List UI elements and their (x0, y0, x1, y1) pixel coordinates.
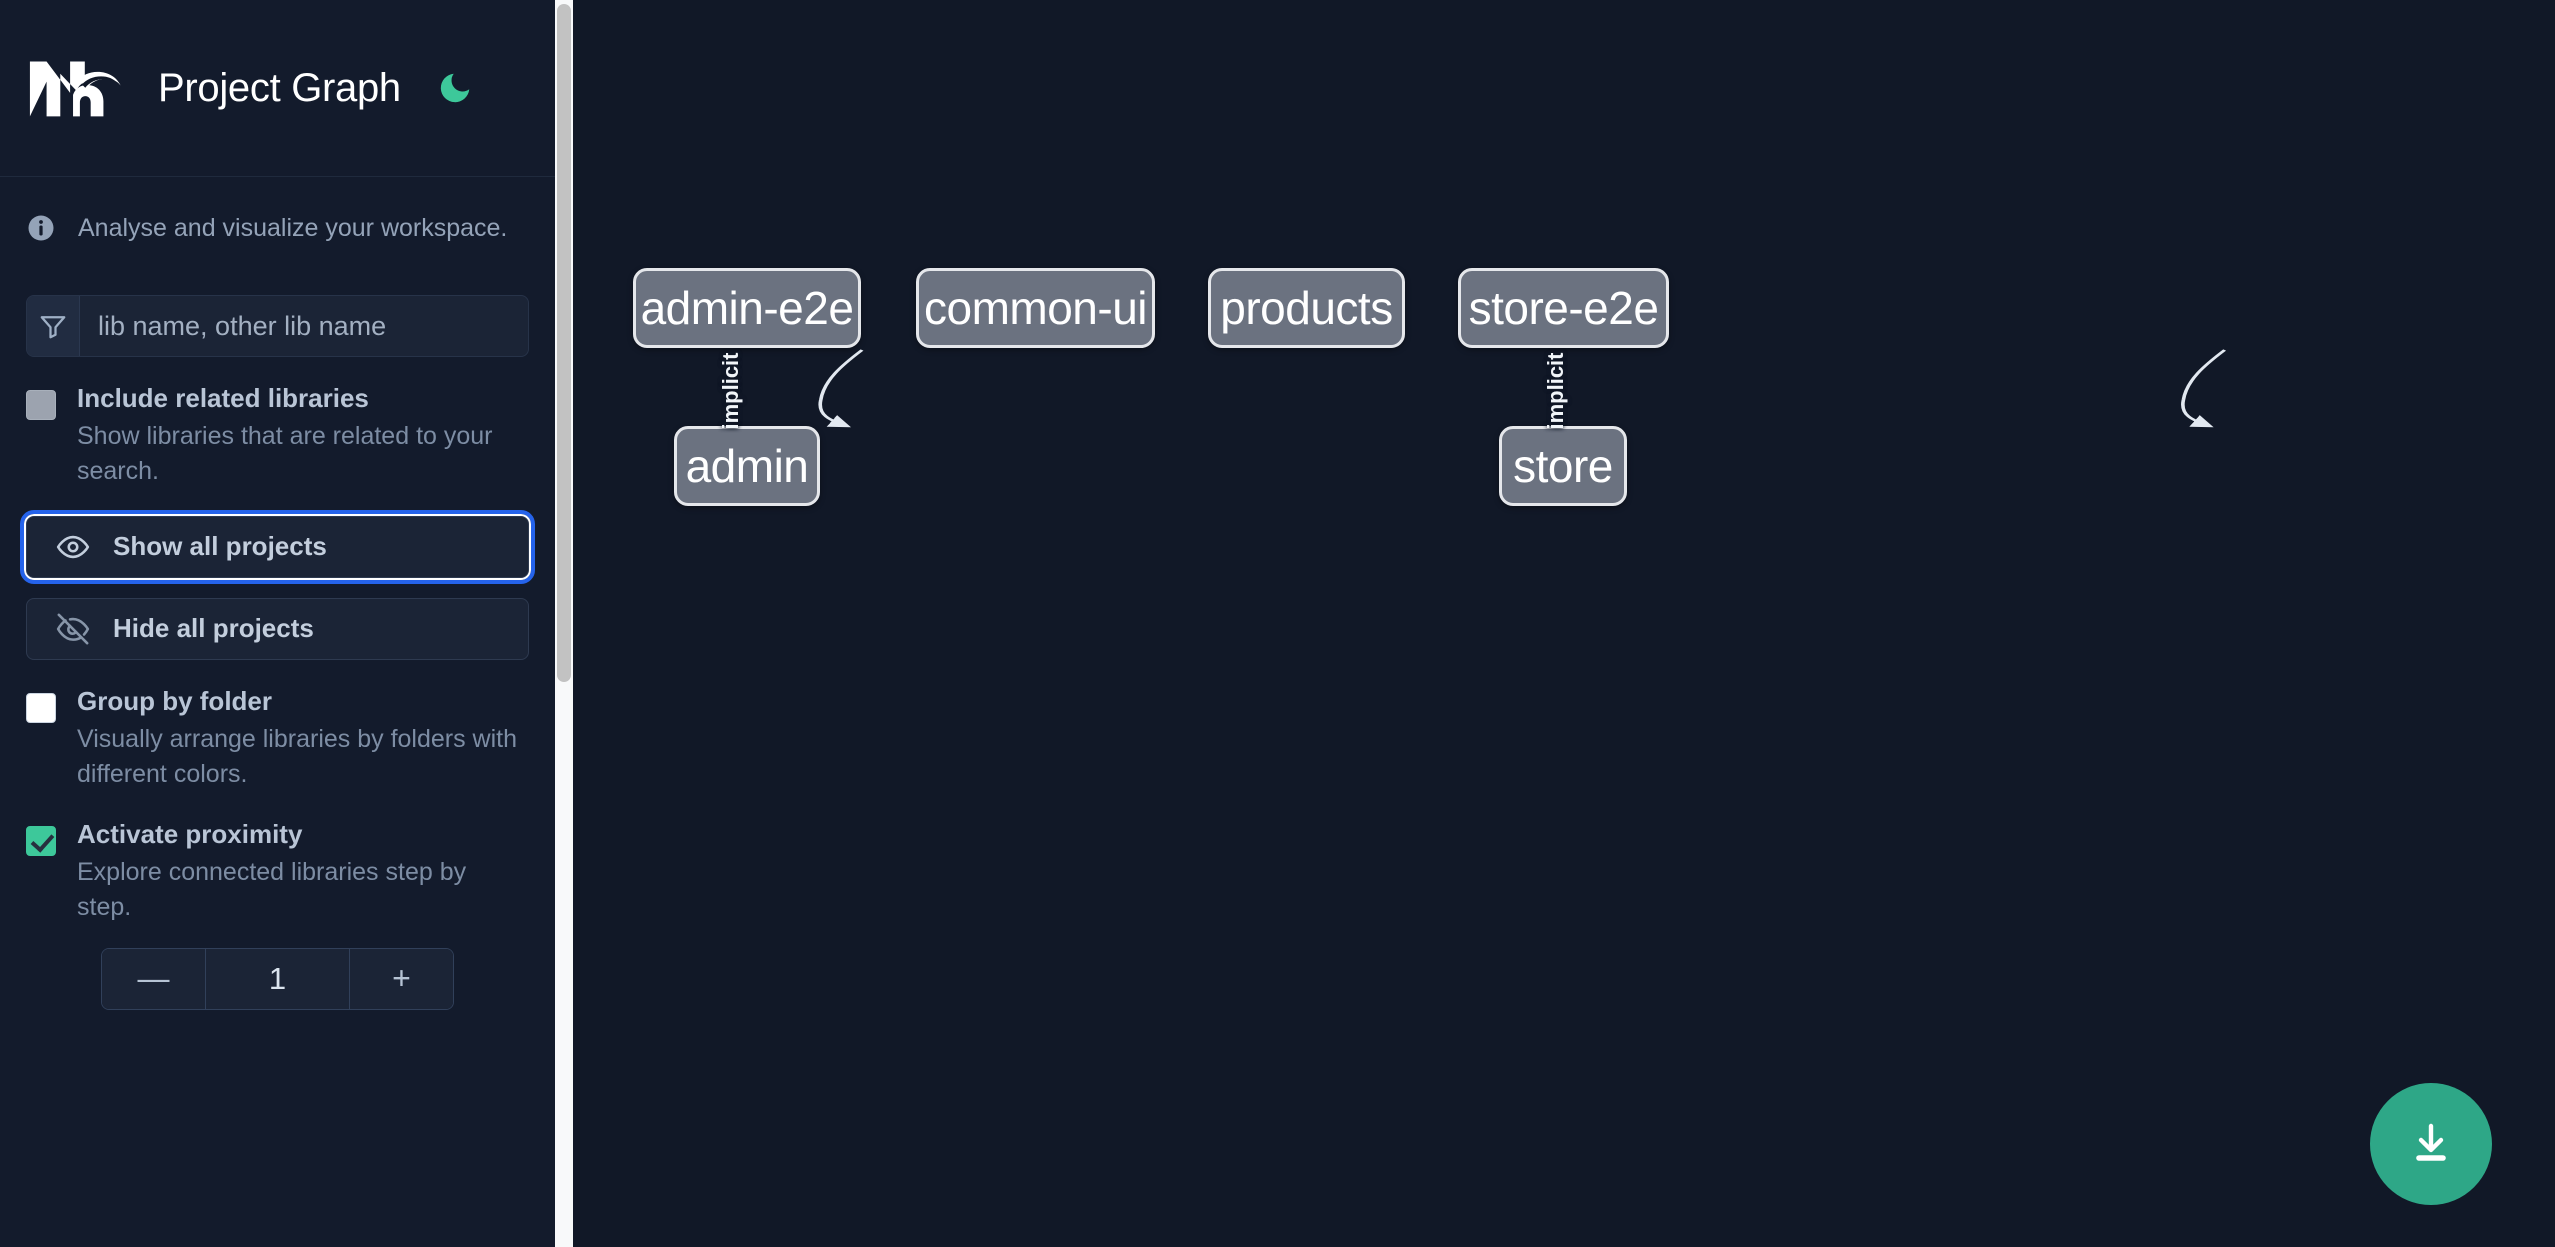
option-description: Explore connected libraries step by step… (77, 857, 467, 922)
graph-node-common-ui[interactable]: common-ui (916, 268, 1155, 348)
edge-store-e2e-to-store (2181, 349, 2227, 428)
option-title: Group by folder (77, 685, 272, 716)
proximity-value: 1 (205, 948, 350, 1009)
eye-off-icon (55, 611, 91, 647)
group-by-folder-checkbox[interactable] (26, 692, 56, 723)
graph-node-label: admin-e2e (640, 282, 854, 334)
graph-edges-layer (818, 349, 2227, 428)
edge-label-store-implicit: implicit (1543, 352, 1568, 430)
download-graph-button[interactable] (2370, 1083, 2492, 1205)
workspace-tagline: Analyse and visualize your workspace. (0, 177, 555, 279)
graph-node-admin-e2e[interactable]: admin-e2e (633, 268, 861, 348)
search-input[interactable] (80, 296, 528, 356)
sidebar: Project Graph Analyse and visualize your… (0, 0, 555, 1247)
option-group-by-folder[interactable]: Group by folder Visually arrange librari… (0, 660, 555, 793)
page-title: Project Graph (158, 65, 401, 110)
proximity-decrement-button[interactable]: — (102, 948, 205, 1009)
sidebar-scrollbar-thumb[interactable] (557, 4, 571, 682)
eye-icon-glyph (56, 535, 90, 559)
nx-logo-icon (29, 61, 121, 117)
eye-icon (55, 529, 91, 565)
graph-node-store-e2e[interactable]: store-e2e (1458, 268, 1669, 348)
graph-canvas[interactable]: admin-e2e admin common-ui products store… (573, 0, 2555, 1247)
sidebar-content: Project Graph Analyse and visualize your… (0, 0, 555, 1247)
option-activate-proximity[interactable]: Activate proximity Explore connected lib… (0, 793, 555, 926)
option-title: Include related libraries (77, 383, 369, 413)
graph-node-label: common-ui (923, 282, 1148, 334)
option-text: Activate proximity Explore connected lib… (77, 818, 517, 926)
graph-node-label: store (1513, 440, 1613, 492)
option-include-related-libraries[interactable]: Include related libraries Show libraries… (0, 357, 555, 490)
tagline-text: Analyse and visualize your workspace. (78, 213, 508, 242)
option-description: Show libraries that are related to your … (77, 421, 493, 486)
moon-icon-glyph (440, 73, 470, 103)
option-text: Include related libraries Show libraries… (77, 383, 517, 490)
funnel-icon-glyph (40, 316, 66, 339)
proximity-stepper-wrap: — 1 + (0, 926, 555, 1010)
show-all-projects-wrap: Show all projects (0, 490, 555, 584)
edge-label-admin-implicit: implicit (718, 352, 743, 430)
hide-all-projects-wrap: Hide all projects (0, 578, 555, 660)
option-text: Group by folder Visually arrange librari… (77, 685, 518, 793)
graph-node-label: store-e2e (1468, 282, 1659, 334)
show-all-projects-label: Show all projects (113, 531, 327, 562)
funnel-icon (27, 296, 80, 356)
graph-node-label: admin (685, 440, 809, 492)
eye-off-icon-glyph (56, 613, 90, 645)
proximity-stepper[interactable]: — 1 + (101, 947, 454, 1010)
proximity-increment-button[interactable]: + (350, 948, 453, 1009)
option-title: Activate proximity (77, 818, 303, 849)
graph-node-label: products (1220, 282, 1393, 334)
info-icon (28, 215, 54, 241)
option-description: Visually arrange libraries by folders wi… (77, 724, 518, 789)
graph-node-store[interactable]: store (1499, 426, 1627, 506)
show-all-projects-button[interactable]: Show all projects (20, 509, 535, 584)
edge-admin-e2e-to-admin (818, 349, 864, 428)
include-related-libraries-checkbox[interactable] (26, 390, 56, 420)
download-icon (2416, 1123, 2446, 1161)
hide-all-projects-label: Hide all projects (113, 613, 314, 644)
hide-all-projects-button[interactable]: Hide all projects (26, 597, 529, 660)
filter-input-group[interactable] (26, 295, 529, 357)
activate-proximity-checkbox[interactable] (26, 825, 56, 856)
moon-icon[interactable] (433, 66, 477, 110)
graph-node-products[interactable]: products (1208, 268, 1405, 348)
sidebar-header: Project Graph (0, 0, 555, 177)
graph-node-admin[interactable]: admin (674, 426, 820, 506)
